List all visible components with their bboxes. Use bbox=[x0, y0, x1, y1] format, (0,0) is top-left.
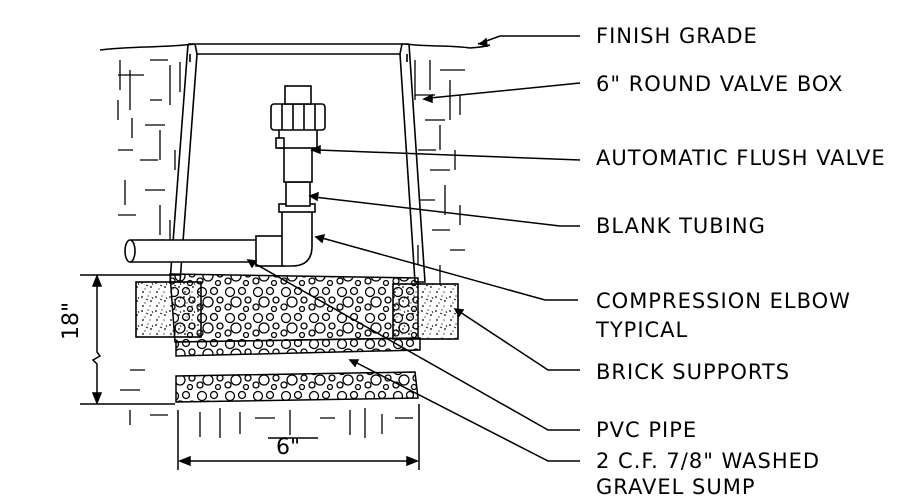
brick-left bbox=[135, 281, 202, 338]
depth-dimension bbox=[80, 273, 180, 406]
label-gravel-sump: 2 C.F. 7/8" WASHED bbox=[596, 449, 821, 473]
label-gravel-sump-2: GRAVEL SUMP bbox=[596, 475, 756, 499]
width-dimension bbox=[177, 404, 420, 470]
flush-valve bbox=[270, 85, 326, 183]
gravel-sump bbox=[169, 273, 421, 403]
soil-hatching-left bbox=[117, 59, 181, 241]
finish-grade-line bbox=[99, 43, 491, 51]
label-blank-tubing: BLANK TUBING bbox=[596, 214, 766, 238]
soil-hatching-right bbox=[414, 60, 465, 285]
label-pvc-pipe: PVC PIPE bbox=[596, 418, 698, 442]
brick-right bbox=[392, 283, 459, 340]
width-dimension-label: 6" bbox=[276, 435, 300, 460]
soil-hatching-bottom bbox=[120, 369, 413, 438]
brick-supports bbox=[135, 281, 459, 340]
label-finish-grade: FINISH GRADE bbox=[596, 24, 758, 48]
label-valve-box: 6" ROUND VALVE BOX bbox=[596, 72, 844, 96]
label-flush-valve: AUTOMATIC FLUSH VALVE bbox=[596, 146, 886, 170]
label-compression-elbow-typical: TYPICAL bbox=[596, 318, 689, 342]
label-compression-elbow: COMPRESSION ELBOW bbox=[596, 289, 851, 313]
depth-dimension-label: 18" bbox=[59, 302, 84, 340]
compression-elbow bbox=[255, 203, 316, 267]
pvc-pipe bbox=[124, 239, 259, 263]
blank-tubing bbox=[285, 181, 311, 207]
valve-box bbox=[169, 43, 426, 283]
leader-lines bbox=[246, 35, 581, 462]
label-brick-supports: BRICK SUPPORTS bbox=[596, 360, 791, 384]
